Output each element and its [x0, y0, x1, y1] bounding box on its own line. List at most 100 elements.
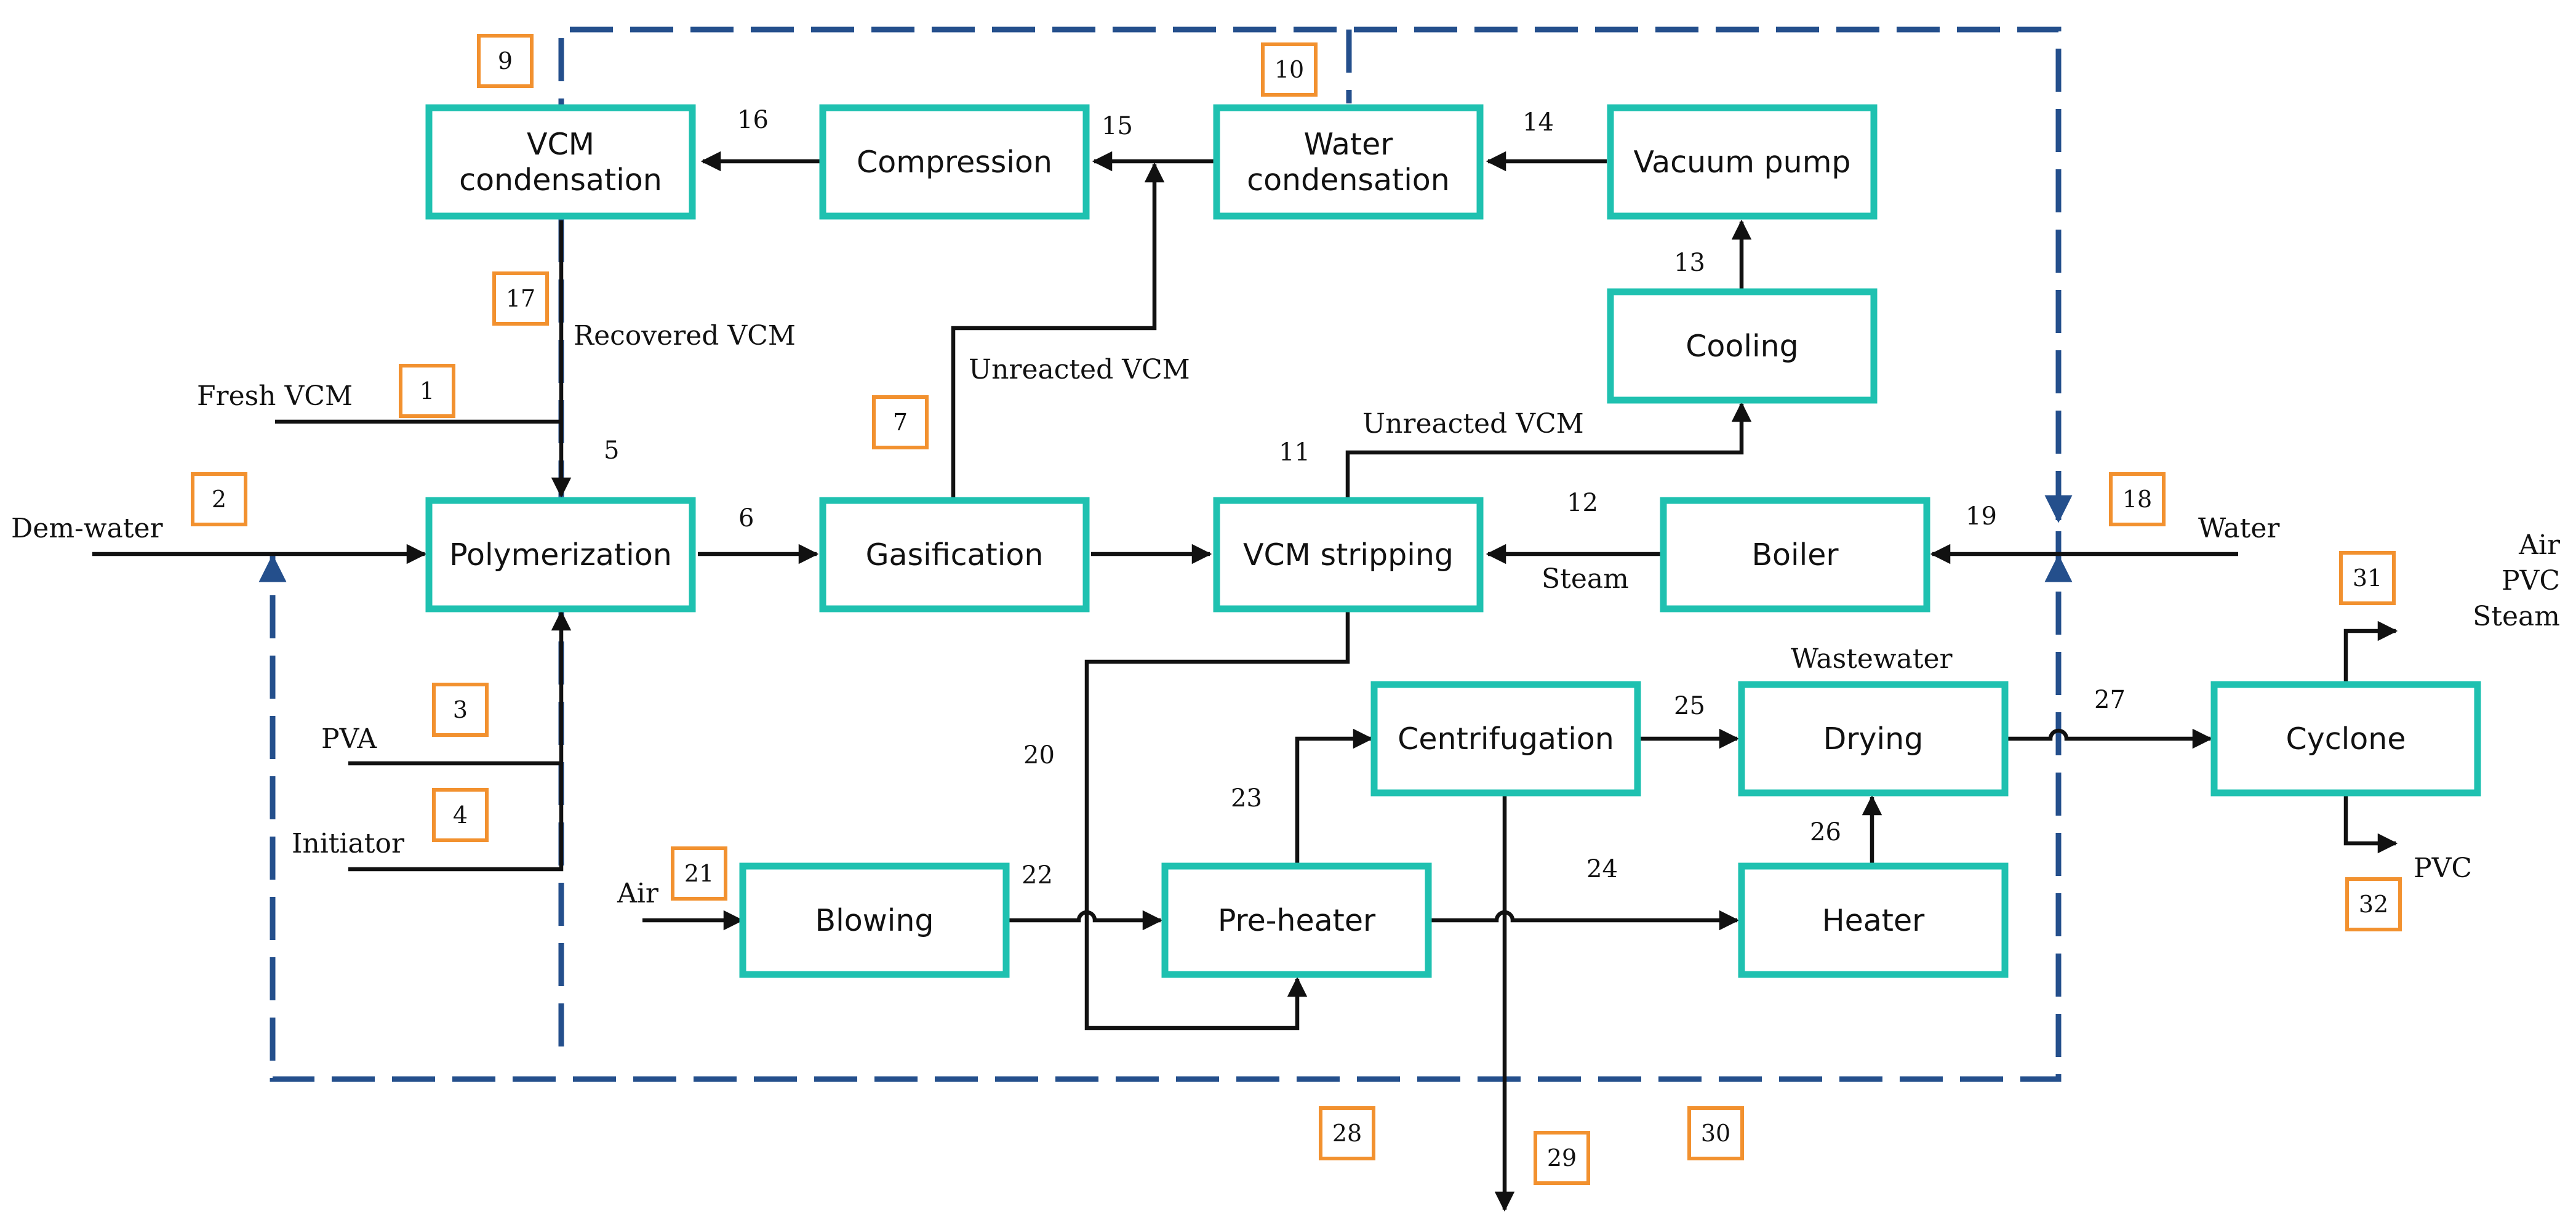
unit-label: Polymerization: [449, 537, 672, 572]
unit-box: [1607, 288, 1878, 404]
unit-box: [1607, 104, 1878, 220]
stream-label-pvc-out: PVC: [2414, 853, 2472, 884]
unit-label: Heater: [1822, 903, 1925, 938]
badge-box: [477, 34, 534, 88]
unit-heater: Heater: [1738, 862, 2009, 978]
badge-number: 4: [453, 801, 468, 829]
unit-polymerization: Polymerization: [425, 497, 696, 612]
stream-number: 15: [1102, 112, 1133, 140]
unit-label: condensation: [1247, 163, 1450, 198]
unit-compression: Compression: [819, 104, 1090, 220]
stream-number: 14: [1522, 108, 1554, 137]
unit-box: [1738, 862, 2009, 978]
stream-number: 16: [737, 106, 769, 134]
badge-box: [2339, 551, 2396, 605]
unit-cyclone: Cyclone: [2210, 681, 2481, 797]
unit-box: [425, 104, 696, 220]
badge-box: [432, 683, 489, 737]
unit-box: [1161, 862, 1432, 978]
unit-boiler: Boiler: [1660, 497, 1930, 612]
stream-number: 24: [1586, 855, 1618, 883]
badge-3: 3: [432, 683, 489, 737]
stream-number: 26: [1810, 818, 1841, 846]
unit-box: [739, 862, 1010, 978]
badge-box: [2109, 472, 2166, 526]
unit-label: Water: [1304, 127, 1394, 162]
badge-17: 17: [492, 271, 549, 326]
badge-number: 10: [1274, 56, 1304, 83]
unit-centrifugation: Centrifugation: [1370, 681, 1641, 797]
stream-number: 19: [1966, 502, 1997, 531]
flow-cyclone-top: [2343, 621, 2398, 683]
badge-box: [1687, 1106, 1744, 1160]
badge-box: [1534, 1131, 1590, 1185]
flow-23: [1295, 728, 1374, 865]
unit-vacuum-pump: Vacuum pump: [1607, 104, 1878, 220]
badge-box: [432, 788, 489, 842]
badge-number: 30: [1701, 1120, 1730, 1147]
badge-box: [492, 271, 549, 326]
stream-label-fresh-vcm: Fresh VCM: [197, 380, 353, 412]
unit-label: Boiler: [1751, 537, 1839, 572]
badge-number: 1: [420, 377, 434, 404]
flow-11: [1345, 401, 1752, 499]
badge-28: 28: [1319, 1106, 1375, 1160]
badge-9: 9: [477, 34, 534, 88]
unit-label: Vacuum pump: [1633, 145, 1850, 180]
stream-number: 27: [2094, 686, 2126, 714]
unit-label: Gasification: [866, 537, 1044, 572]
badge-number: 7: [893, 409, 908, 436]
flow-pvc-out: [2343, 794, 2398, 854]
stream-label-cyclone-steam: Steam: [2473, 601, 2560, 632]
unit-label: Compression: [857, 145, 1052, 180]
unit-box: [819, 104, 1090, 220]
unit-box: [1738, 681, 2009, 797]
badge-number: 9: [498, 47, 513, 74]
unit-box: [1213, 497, 1484, 612]
stream-label-wastewater: Wastewater: [1791, 643, 1953, 675]
badge-number: 18: [2122, 486, 2152, 513]
unit-vcm-stripping: VCM stripping: [1213, 497, 1484, 612]
stream-label-steam: Steam: [1542, 563, 1629, 595]
badge-10: 10: [1261, 42, 1318, 97]
stream-label-pva: PVA: [321, 723, 377, 755]
badge-number: 31: [2353, 564, 2382, 592]
stream-number: 12: [1567, 489, 1598, 517]
unit-box: [2210, 681, 2481, 797]
badge-box: [399, 364, 455, 418]
badge-32: 32: [2345, 877, 2402, 931]
stream-number: 20: [1023, 741, 1055, 769]
badge-number: 3: [453, 696, 468, 723]
flow-24: [1429, 910, 1740, 931]
stream-label-water: Water: [2198, 513, 2280, 544]
stream-numbers: 16 15 14 13 5 6 11 12 19 20 23 25 27 22 …: [604, 106, 2126, 890]
badge-box: [671, 846, 727, 901]
badge-18: 18: [2109, 472, 2166, 526]
badge-4: 4: [432, 788, 489, 842]
stream-number: 25: [1674, 692, 1705, 720]
unit-drying: Drying: [1738, 681, 2009, 797]
badge-number: 2: [212, 486, 226, 513]
stream-number: 5: [604, 436, 619, 465]
badge-31: 31: [2339, 551, 2396, 605]
unit-label: Pre-heater: [1218, 903, 1376, 938]
stream-number: 11: [1279, 438, 1310, 467]
badge-30: 30: [1687, 1106, 1744, 1160]
stream-labels: Fresh VCM Recovered VCM Dem-water Unreac…: [11, 320, 2561, 909]
badge-box: [1261, 42, 1318, 97]
unit-box: [1370, 681, 1641, 797]
badge-number: 28: [1332, 1120, 1362, 1147]
flow-27: [2006, 728, 2213, 749]
badge-2: 2: [191, 472, 247, 526]
unit-gasification: Gasification: [819, 497, 1090, 612]
unit-box: [425, 497, 696, 612]
stream-label-cyclone-air: Air: [2518, 529, 2561, 561]
badge-number: 21: [684, 860, 714, 887]
unit-label: Centrifugation: [1398, 721, 1614, 757]
stream-number: 22: [1022, 861, 1053, 890]
badge-box: [1319, 1106, 1375, 1160]
